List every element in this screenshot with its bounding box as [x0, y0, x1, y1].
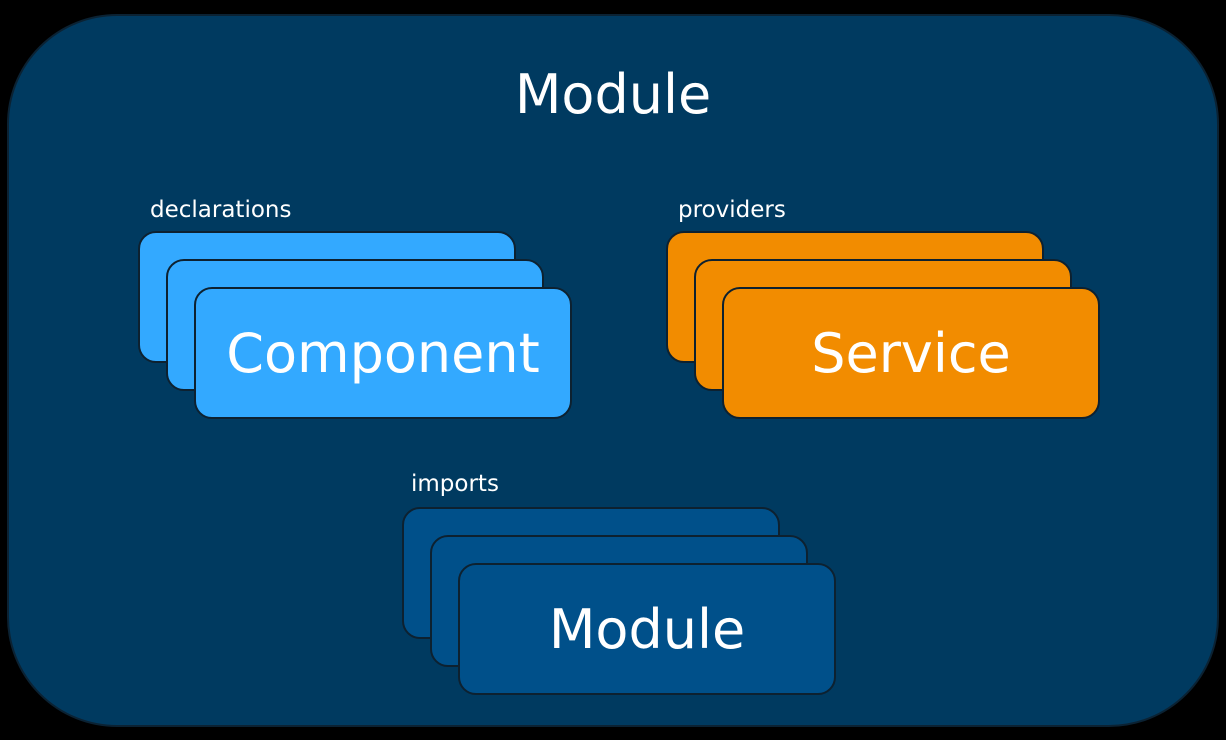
- module-card-label: Module: [548, 597, 746, 661]
- imports-label: imports: [411, 471, 499, 497]
- component-card-label: Component: [226, 321, 540, 385]
- component-card: Component: [194, 287, 572, 419]
- module-title: Module: [514, 63, 712, 126]
- providers-label: providers: [678, 197, 786, 223]
- service-card-label: Service: [811, 321, 1011, 385]
- service-card: Service: [722, 287, 1100, 419]
- declarations-label: declarations: [150, 197, 292, 223]
- module-card: Module: [458, 563, 836, 695]
